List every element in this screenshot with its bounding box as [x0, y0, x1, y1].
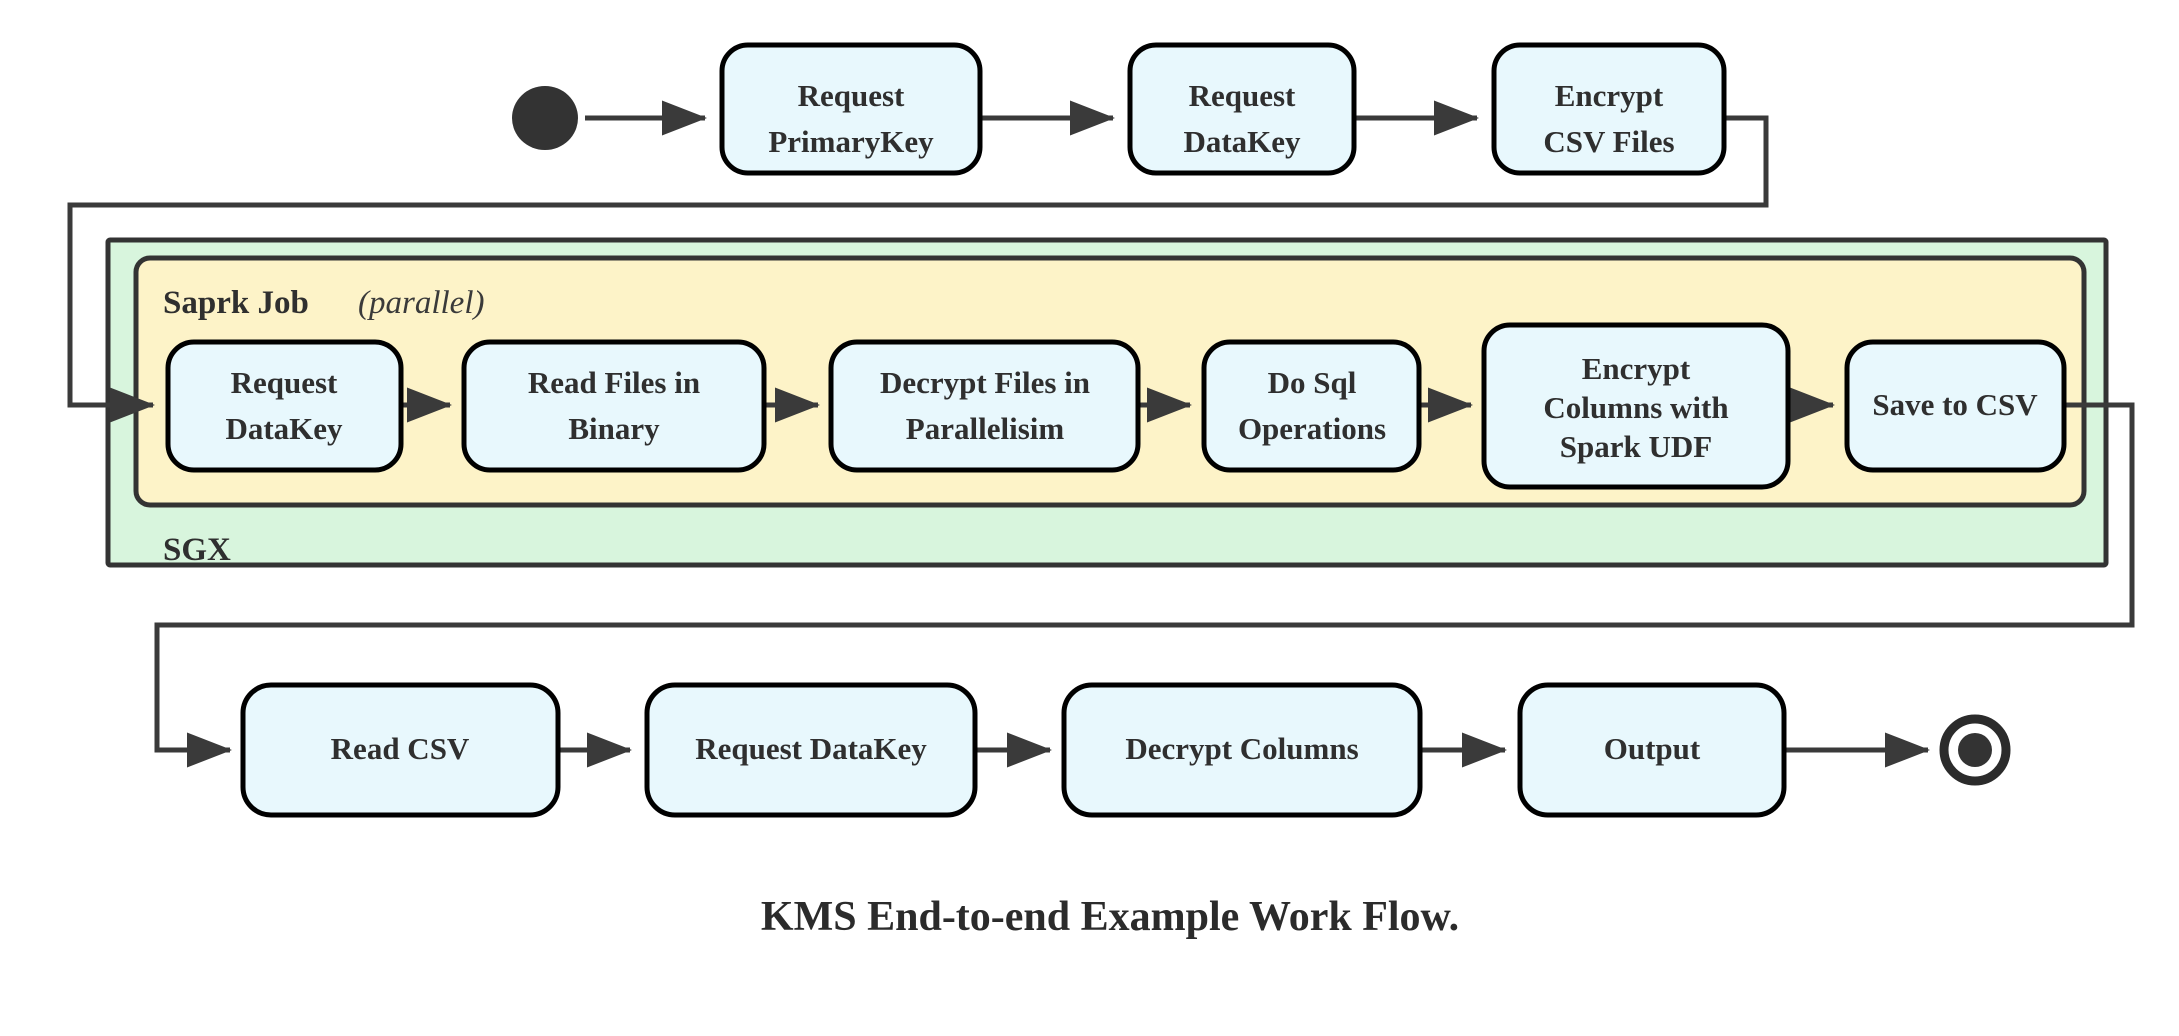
- node-label-line: Columns with: [1543, 390, 1728, 425]
- node-encrypt-columns-with-spark-udf[interactable]: Encrypt Columns with Spark UDF: [1481, 322, 1791, 490]
- node-label-line: Do Sql: [1268, 365, 1357, 400]
- node-label-line: DataKey: [225, 411, 343, 446]
- sgx-label: SGX: [163, 532, 231, 568]
- node-label-line: CSV Files: [1543, 124, 1674, 159]
- node-label-line: Read Files in: [528, 365, 700, 400]
- node-label-line: Read CSV: [331, 731, 470, 766]
- node-label-line: Request DataKey: [695, 731, 927, 766]
- node-label-line: Request: [231, 365, 338, 400]
- node-label-line: PrimaryKey: [768, 124, 934, 159]
- node-do-sql-operations[interactable]: Do Sql Operations: [1201, 339, 1422, 473]
- node-label-line: Request: [1189, 78, 1296, 113]
- edge-save-csv-to-read-csv: [154, 402, 2135, 768]
- node-label-line: DataKey: [1183, 124, 1301, 159]
- node-decrypt-columns[interactable]: Decrypt Columns: [1061, 682, 1423, 818]
- node-label-line: Binary: [568, 411, 660, 446]
- node-read-csv[interactable]: Read CSV: [240, 682, 561, 818]
- node-label-line: Output: [1604, 731, 1701, 766]
- node-label-line: Decrypt Files in: [880, 365, 1090, 400]
- node-label-line: Request: [798, 78, 905, 113]
- node-save-to-csv[interactable]: Save to CSV: [1844, 339, 2067, 473]
- node-request-datakey-top[interactable]: Request DataKey: [1127, 42, 1357, 176]
- node-output[interactable]: Output: [1517, 682, 1787, 818]
- node-request-datakey-spark[interactable]: Request DataKey: [165, 339, 404, 473]
- node-label-line: Parallelisim: [906, 411, 1065, 446]
- spark-job-label: Saprk Job: [163, 285, 309, 321]
- node-label-line: Operations: [1238, 411, 1386, 446]
- node-decrypt-files-in-parallelisim[interactable]: Decrypt Files in Parallelisim: [828, 339, 1141, 473]
- end-node-icon: [1939, 714, 2011, 786]
- node-request-datakey-bottom[interactable]: Request DataKey: [644, 682, 978, 818]
- spark-job-parallel-label: (parallel): [358, 285, 484, 321]
- node-label-line: Decrypt Columns: [1125, 731, 1358, 766]
- start-node-icon: [512, 86, 578, 150]
- node-encrypt-csv-files[interactable]: Encrypt CSV Files: [1491, 42, 1727, 176]
- node-label-line: Spark UDF: [1560, 429, 1712, 464]
- node-label-line: Save to CSV: [1872, 387, 2038, 422]
- node-read-files-in-binary[interactable]: Read Files in Binary: [461, 339, 767, 473]
- node-request-primarykey[interactable]: Request PrimaryKey: [719, 42, 983, 176]
- node-label-line: Encrypt: [1555, 78, 1664, 113]
- figure-caption: KMS End-to-end Example Work Flow.: [761, 894, 1459, 940]
- edge-encrypt-csv-to-spark-request-datakey: [67, 115, 1769, 423]
- node-label-line: Encrypt: [1582, 351, 1691, 386]
